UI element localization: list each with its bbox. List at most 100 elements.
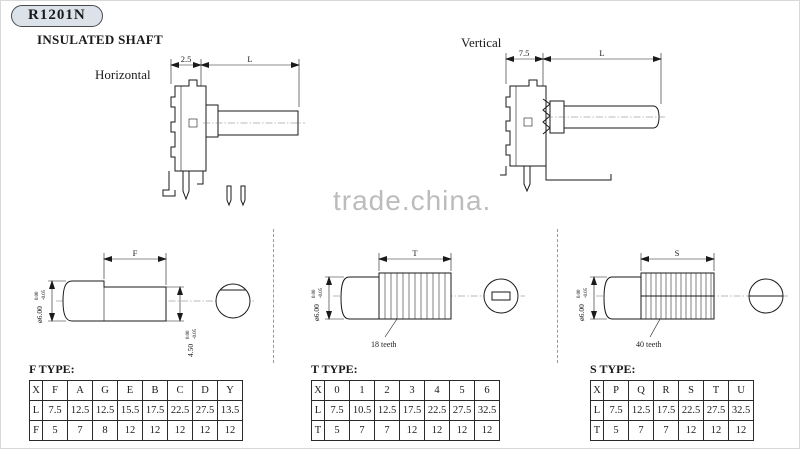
page-title: INSULATED SHAFT [37,32,163,47]
svg-text:-0.05: -0.05 [42,289,47,300]
value-cell: 17.5 [399,400,425,421]
value-cell: R [653,380,679,401]
mounting-bracket [162,171,204,201]
svg-text:0.00: 0.00 [312,289,317,298]
dimension-lines: 7.5 L [505,48,662,104]
value-cell: 12.5 [92,400,118,421]
value-cell: 7.5 [324,400,350,421]
value-cell: 12 [117,420,143,441]
t-type-shaft-drawing: T ø6.00 0.00 -0.05 [312,248,525,349]
panel-divider [273,229,274,363]
value-cell: 7 [349,420,375,441]
row-header-cell: T [590,420,604,441]
value-cell: 17.5 [653,400,679,421]
value-cell: C [167,380,193,401]
value-cell: 12 [217,420,243,441]
value-cell: 0 [324,380,350,401]
t-dim-label: T [412,248,418,258]
value-cell: 12 [728,420,754,441]
diameter-dimension: ø6.00 0.00 -0.05 [577,276,607,321]
value-cell: 7.5 [603,400,629,421]
value-cell: 5 [449,380,475,401]
row-header-cell: X [590,380,604,401]
value-cell: 12.5 [374,400,400,421]
s-dim-label: S [675,248,680,258]
f-dim-label: F [133,248,138,258]
value-cell: 32.5 [474,400,500,421]
knurl-teeth-lines [384,273,446,319]
svg-text:-0.05: -0.05 [584,287,589,298]
vertical-pot-drawing: 7.5 L [500,48,665,193]
value-cell: 12 [703,420,729,441]
value-cell: 12 [678,420,704,441]
value-cell: Y [217,380,243,401]
value-cell: 4 [424,380,450,401]
shaft-length-dim: L [247,54,252,64]
value-cell: 22.5 [678,400,704,421]
shaft-end-view [215,283,251,319]
s-type-table-title: S TYPE: [590,362,636,376]
bushing-offset-dim: 7.5 [519,48,530,58]
row-header-cell: L [311,400,325,421]
value-cell: Q [628,380,654,401]
svg-text:-0.05: -0.05 [193,328,198,339]
pot-body [170,79,207,172]
value-cell: 12 [474,420,500,441]
body-width-dim: 2.5 [181,54,192,64]
svg-text:ø6.00: ø6.00 [577,304,586,321]
value-cell: T [703,380,729,401]
value-cell: P [603,380,629,401]
shaft-side-view [340,272,452,320]
flat-length-dimension: F [103,248,167,285]
diameter-dimension: ø6.00 0.00 -0.05 [35,280,66,323]
teeth-note: 40 teeth [636,340,662,349]
row-header-cell: L [590,400,604,421]
s-type-shaft-drawing: S ø6.00 0.00 -0.05 [577,248,788,349]
mounting-bracket [500,166,612,193]
value-cell: 17.5 [142,400,168,421]
value-cell: 7 [67,420,93,441]
value-cell: G [92,380,118,401]
value-cell: 2 [374,380,400,401]
shaft-side-view [603,272,715,320]
value-cell: 27.5 [703,400,729,421]
value-cell: 5 [42,420,68,441]
value-cell: F [42,380,68,401]
value-cell: 12 [167,420,193,441]
model-badge: R1201N [11,5,103,27]
value-cell: 5 [324,420,350,441]
row-header-cell: X [311,380,325,401]
row-header-cell: F [29,420,43,441]
value-cell: 12 [449,420,475,441]
svg-text:-0.05: -0.05 [319,287,324,298]
svg-text:0.00: 0.00 [577,289,582,298]
dimension-lines: 2.5 L [170,54,300,107]
f-type-shaft-drawing: F ø6.00 0.00 -0.05 4.50 0.00 -0.05 [35,248,256,357]
value-cell: 22.5 [424,400,450,421]
value-cell: E [117,380,143,401]
horizontal-pot-drawing: 2.5 L [162,54,305,207]
f-type-table-title: F TYPE: [29,362,75,376]
value-cell: 12.5 [628,400,654,421]
value-cell: 12.5 [67,400,93,421]
diameter-dimension-text: ø6.00 0.00 -0.05 [312,287,324,321]
pot-shaft [542,98,665,135]
svg-text:0.00: 0.00 [35,291,40,300]
diameter-dimension-text: ø6.00 0.00 -0.05 [577,287,589,321]
panel-divider [557,229,558,363]
value-cell: 27.5 [192,400,218,421]
value-cell: D [192,380,218,401]
pot-body [505,79,547,167]
pot-shaft [203,104,305,138]
